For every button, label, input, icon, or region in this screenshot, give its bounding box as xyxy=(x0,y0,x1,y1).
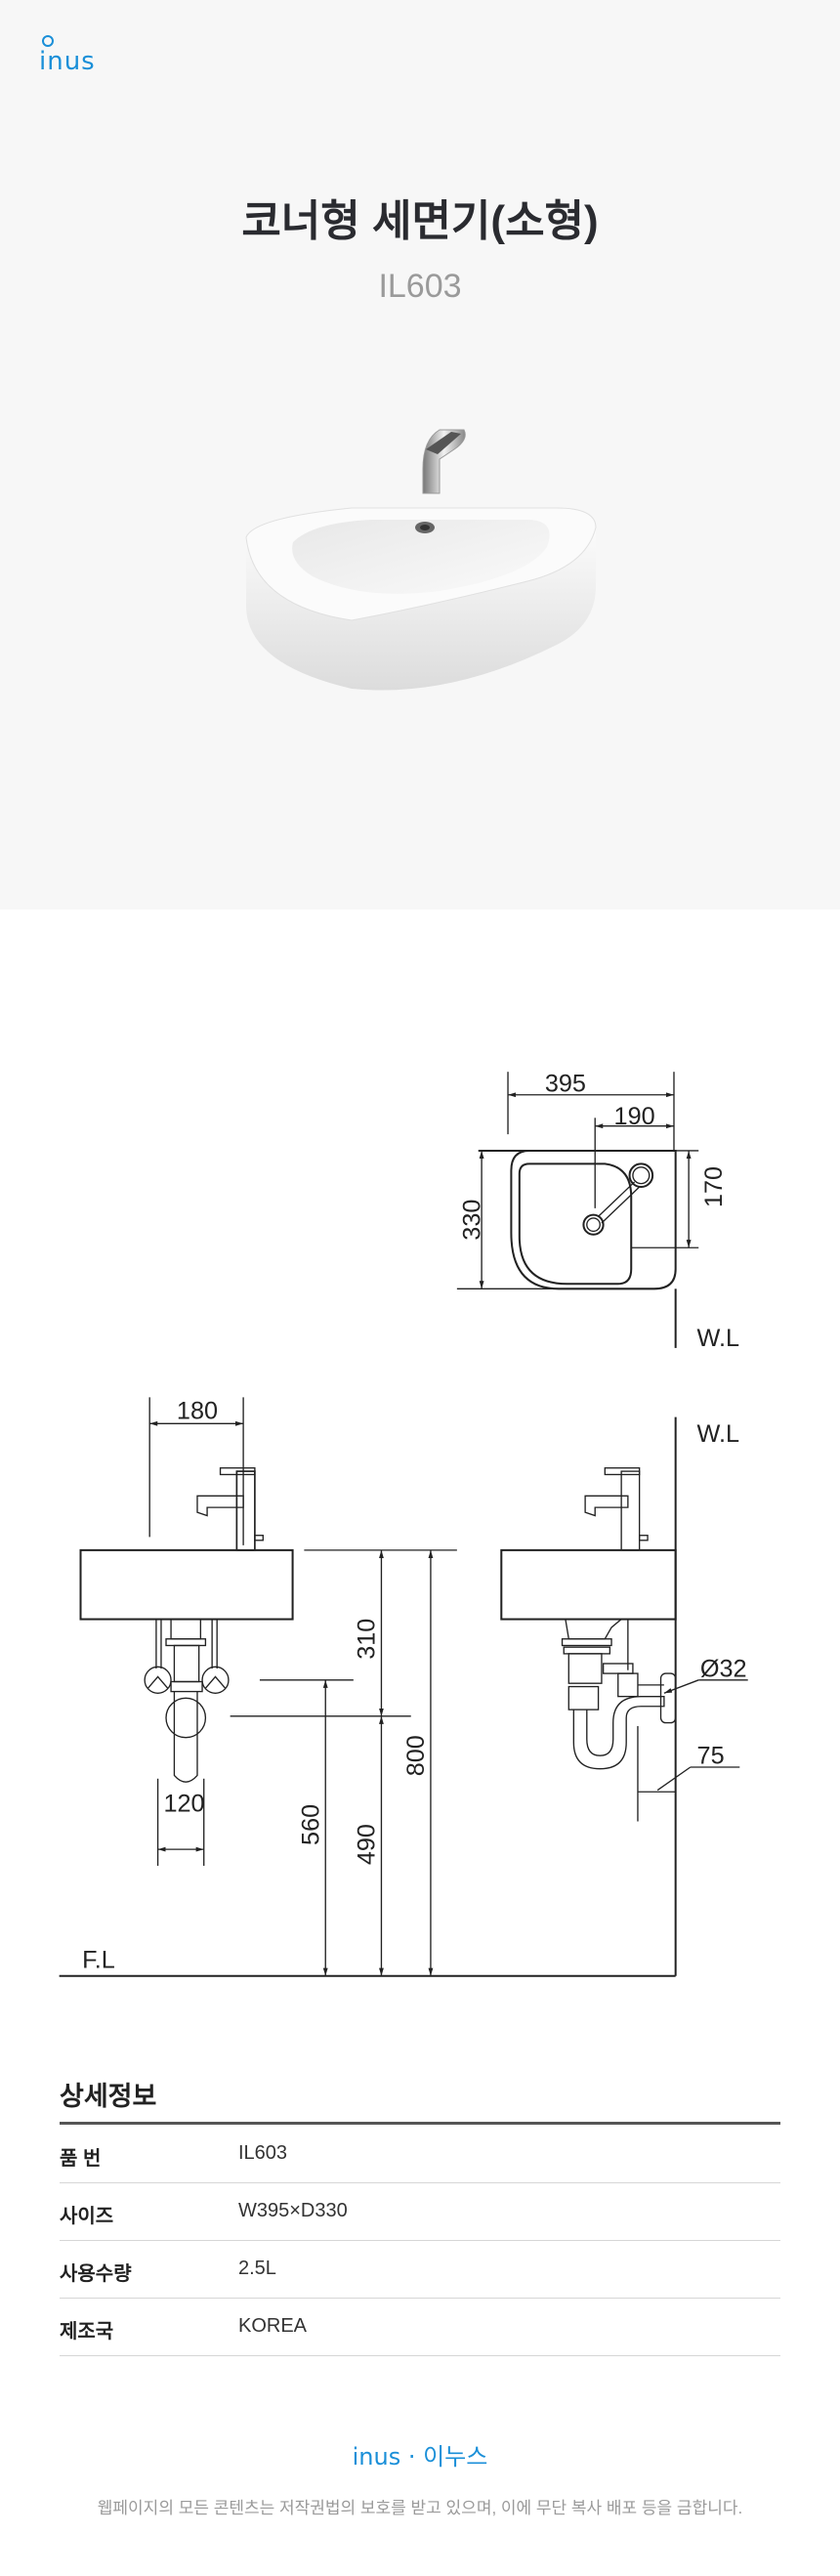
wall-line-label: W.L xyxy=(697,1325,739,1352)
dim-800: 800 xyxy=(402,1735,430,1776)
dim-drain-diameter: Ø32 xyxy=(700,1655,747,1682)
technical-drawing: 395 190 330 170 W.L 180 120 310 56 xyxy=(59,1070,748,1977)
spec-label: 사이즈 xyxy=(60,2206,114,2227)
spec-value: IL603 xyxy=(238,2142,288,2164)
inus-logo[interactable]: inus xyxy=(39,35,96,76)
spec-row: 사이즈 W395×D330 xyxy=(60,2182,780,2241)
spec-value: 2.5L xyxy=(238,2258,276,2279)
dim-490: 490 xyxy=(354,1824,381,1865)
spec-row: 품 번 IL603 xyxy=(60,2125,780,2183)
dim-310: 310 xyxy=(354,1619,381,1660)
spec-label: 품 번 xyxy=(60,2148,102,2170)
dim-depth: 330 xyxy=(458,1200,485,1241)
product-title: 코너형 세면기(소형) xyxy=(241,197,599,245)
dim-faucet-depth: 170 xyxy=(700,1166,728,1207)
copyright-notice: 웹페이지의 모든 콘텐츠는 저작권법의 보호를 받고 있으며, 이에 무단 복사… xyxy=(97,2499,743,2517)
side-view: W.L Ø32 75 xyxy=(500,1416,748,1976)
dim-width: 395 xyxy=(545,1070,586,1097)
top-view: 395 190 330 170 W.L xyxy=(456,1070,739,1352)
dim-faucet-offset: 190 xyxy=(614,1103,655,1130)
specs-heading: 상세정보 xyxy=(60,2082,157,2111)
dim-valve-spacing: 120 xyxy=(163,1790,204,1817)
spec-label: 제조국 xyxy=(60,2321,114,2343)
specs-divider xyxy=(60,2122,780,2125)
product-image xyxy=(245,429,597,691)
spec-row: 제조국 KOREA xyxy=(60,2298,780,2356)
product-model: IL603 xyxy=(378,268,462,305)
dim-560: 560 xyxy=(298,1804,325,1845)
spec-label: 사용수량 xyxy=(60,2263,132,2285)
dim-front-faucet-offset: 180 xyxy=(177,1397,218,1424)
spec-value: W395×D330 xyxy=(238,2200,348,2221)
footer-logo: inus · 이누스 xyxy=(352,2443,488,2470)
floor-line-label: F.L xyxy=(82,1946,115,1973)
dim-trap-offset: 75 xyxy=(697,1743,725,1770)
hero-section: inus 코너형 세면기(소형) IL603 xyxy=(0,0,840,909)
spec-row: 사용수량 2.5L xyxy=(60,2240,780,2299)
spec-value: KOREA xyxy=(238,2315,308,2337)
front-view: 180 120 310 560 490 800 F.L xyxy=(59,1397,676,1977)
side-wall-line-label: W.L xyxy=(697,1420,739,1448)
